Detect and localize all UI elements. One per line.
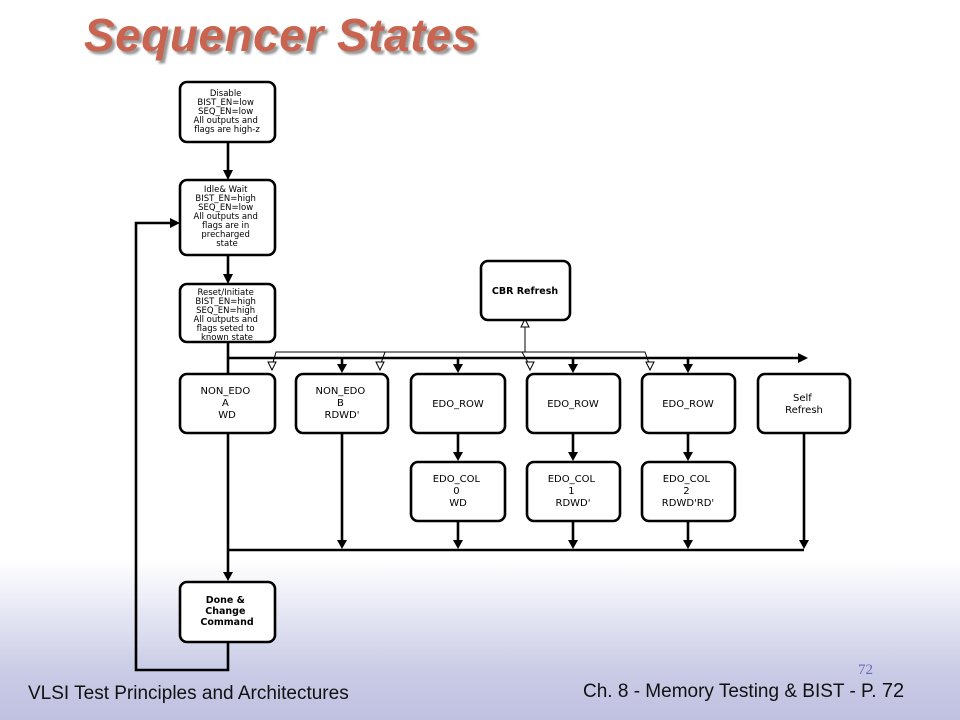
svg-text:Idle& Wait BIST_EN=high: Idle& Wait BIST_EN=high SEQ_EN=low All o…: [193, 185, 260, 249]
disable-line-3: SEQ_EN=low: [198, 107, 253, 117]
idle-line-5: flags are in: [202, 221, 249, 231]
arrowhead-col2: [683, 452, 693, 461]
edo-col-1-line-1: EDO_COL: [548, 474, 596, 485]
arrowhead-col0: [453, 452, 463, 461]
edo-col-2-line-1: EDO_COL: [663, 474, 711, 485]
loop-back-line: [134, 221, 230, 672]
reset-line-5: flags seted to: [197, 324, 255, 334]
arrowhead-col1-bus: [568, 540, 578, 549]
edo-col-0-line-3: WD: [449, 498, 467, 509]
non-edo-a-line-3: WD: [218, 410, 236, 421]
edo-col-0-line-1: EDO_COL: [433, 474, 481, 485]
idle-line-3: SEQ_EN=low: [198, 203, 253, 213]
disable-line-1: Disable: [210, 89, 242, 99]
edo-col-2-line-3: RDWD'RD': [662, 498, 714, 509]
arrowhead-done: [223, 572, 233, 581]
arrowhead-thin-row1: [525, 361, 535, 372]
state-reset-initiate: Reset/Initiate BIST_EN=high SEQ_EN=high …: [178, 282, 277, 344]
idle-line-6: precharged: [201, 230, 250, 240]
state-edo-row-3: EDO_ROW: [640, 372, 737, 435]
non-edo-b-line-3: RDWD': [325, 410, 360, 421]
arrowhead-b-bus: [337, 540, 347, 549]
footer-chapter-text: Ch. 8 - Memory Testing & BIST - P.: [583, 681, 877, 702]
footer-course-title: VLSI Test Principles and Architectures: [28, 683, 349, 704]
arrowhead-self-refresh-bus: [798, 353, 808, 363]
idle-line-2: BIST_EN=high: [195, 194, 256, 204]
reset-line-4: All outputs and: [193, 315, 257, 325]
svg-text:EDO_COL 0 WD: EDO_COL 0 WD: [433, 474, 484, 509]
svg-text:EDO_COL 2 RDWD'RD': EDO_COL 2 RDWD'RD': [662, 474, 714, 509]
arrowhead-drop-edo-row-2: [568, 364, 578, 373]
svg-text:Disable BIST_EN=low: Disable BIST_EN=low SEQ_EN=low All outpu…: [193, 89, 260, 135]
state-edo-row-2: EDO_ROW: [525, 372, 622, 435]
arrowhead-thin-a: [267, 361, 277, 372]
svg-text:Done & Change Comm: Done & Change Command: [200, 595, 253, 628]
footer-page-number: 72: [881, 680, 905, 702]
non-edo-a-line-1: NON_EDO: [201, 386, 251, 397]
edo-col-0-line-2: 0: [453, 486, 459, 497]
non-edo-b-line-1: NON_EDO: [316, 386, 366, 397]
arrowhead-col0-bus: [453, 540, 463, 549]
state-cbr-refresh: CBR Refresh: [479, 259, 572, 322]
arrowhead-thin-b: [375, 361, 385, 372]
arrowhead-drop-non-edo-b: [337, 364, 347, 373]
arrowhead-col1: [568, 452, 578, 461]
arrowhead-drop-edo-row-1: [453, 364, 463, 373]
arrowhead-col2-bus: [683, 540, 693, 549]
state-disable: Disable BIST_EN=low SEQ_EN=low All outpu…: [178, 80, 277, 144]
disable-line-4: All outputs and: [193, 116, 257, 126]
state-edo-col-0: EDO_COL 0 WD: [409, 460, 507, 523]
state-edo-row-1: EDO_ROW: [409, 372, 507, 435]
disable-line-2: BIST_EN=low: [197, 98, 254, 108]
state-non-edo-b: NON_EDO B RDWD': [294, 372, 390, 435]
arrowhead-drop-edo-row-3: [683, 364, 693, 373]
footer-gradient-band: [0, 560, 960, 720]
non-edo-b-line-2: B: [337, 398, 344, 409]
svg-text:EDO_COL 1 RDWD': EDO_COL 1 RDWD': [548, 474, 599, 509]
state-idle-wait: Idle& Wait BIST_EN=high SEQ_EN=low All o…: [178, 178, 277, 257]
edo-col-1-line-2: 1: [568, 486, 574, 497]
idle-line-4: All outputs and: [193, 212, 257, 222]
footer-chapter: Ch. 8 - Memory Testing & BIST - P. 72: [583, 680, 904, 703]
idle-line-7: state: [216, 239, 238, 249]
cbr-label: CBR Refresh: [492, 286, 559, 297]
edo-col-2-line-2: 2: [683, 486, 689, 497]
svg-text:NON_EDO A WD: NON_EDO A WD: [201, 386, 254, 421]
self-refresh-line-2: Refresh: [785, 405, 823, 416]
svg-text:Reset/Initiate BIST_EN=h: Reset/Initiate BIST_EN=high SEQ_EN=high …: [193, 288, 260, 343]
svg-text:NON_EDO B RDWD': NON_EDO B RDWD': [316, 386, 369, 421]
arrowhead-thin-row3: [645, 361, 655, 372]
done-line-3: Command: [200, 617, 253, 628]
state-non-edo-a: NON_EDO A WD: [178, 372, 277, 435]
done-line-1: Done &: [206, 595, 245, 606]
edo-row-2-label: EDO_ROW: [547, 399, 599, 410]
svg-text:Self Refresh: Self Refresh: [785, 393, 823, 416]
non-edo-a-line-2: A: [222, 398, 229, 409]
state-edo-col-1: EDO_COL 1 RDWD': [525, 460, 622, 523]
disable-line-5: flags are high-z: [194, 125, 260, 135]
reset-line-6: known state: [201, 333, 253, 343]
reset-line-1: Reset/Initiate: [197, 288, 253, 298]
arrowhead-cbr: [520, 317, 530, 328]
arrowhead-idle: [223, 170, 233, 180]
arrowhead-loop-idle: [170, 218, 180, 228]
edo-row-1-label: EDO_ROW: [432, 399, 484, 410]
arrowhead-self-bus: [799, 540, 809, 549]
reset-line-3: SEQ_EN=high: [196, 306, 255, 316]
slide-title: Sequencer States: [84, 9, 479, 61]
page-number-small: 72: [858, 662, 873, 678]
state-self-refresh: Self Refresh: [756, 372, 852, 435]
arrowhead-reset: [223, 274, 233, 284]
edo-col-1-line-3: RDWD': [556, 498, 591, 509]
state-edo-col-2: EDO_COL 2 RDWD'RD': [640, 460, 737, 523]
reset-line-2: BIST_EN=high: [195, 297, 256, 307]
thin-branch-line: [271, 351, 651, 367]
done-line-2: Change: [205, 606, 245, 617]
self-refresh-line-1: Self: [793, 393, 812, 404]
state-done-change-command: Done & Change Command: [178, 580, 277, 644]
idle-line-1: Idle& Wait: [204, 185, 248, 195]
edo-row-3-label: EDO_ROW: [662, 399, 714, 410]
